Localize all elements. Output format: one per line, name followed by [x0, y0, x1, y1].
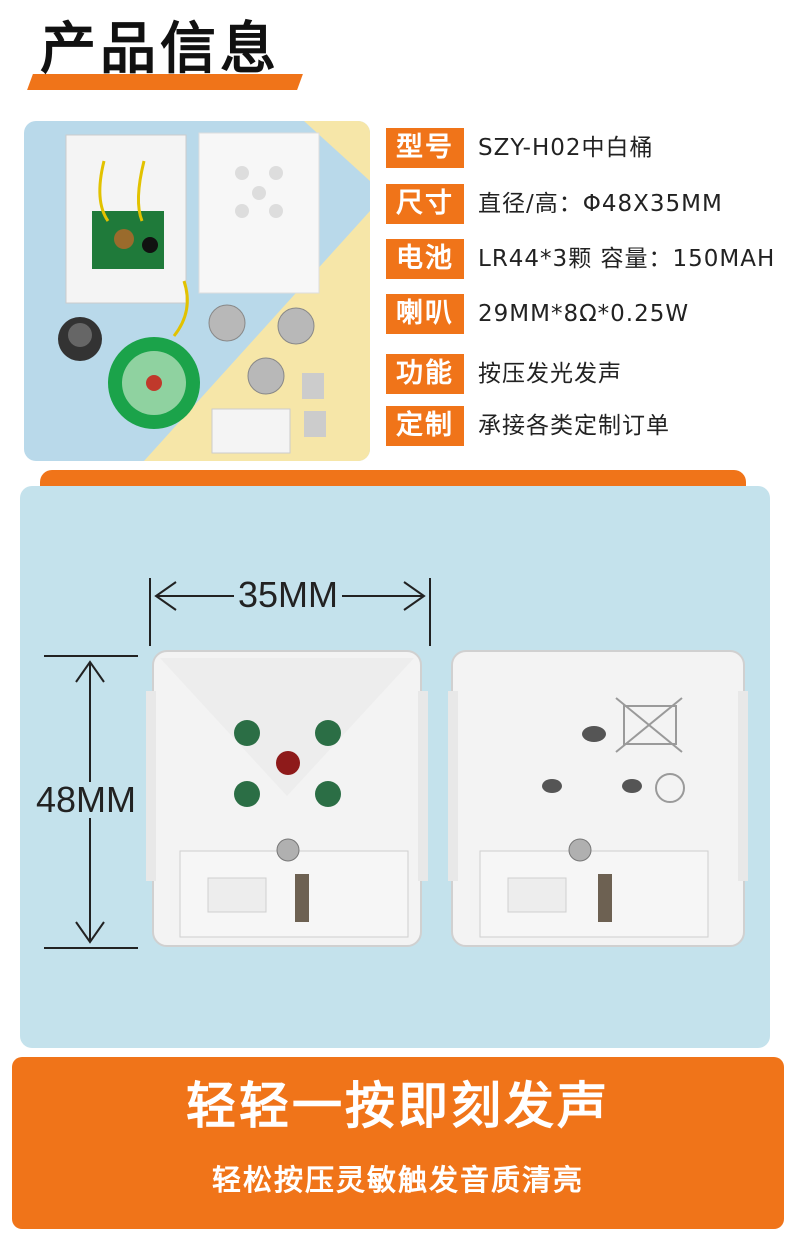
spec-value: 按压发光发声: [478, 361, 622, 387]
spec-value: 29MM*8Ω*0.25W: [478, 301, 690, 327]
promo-subline: 轻松按压灵敏触发音质清亮: [211, 1163, 584, 1197]
promo-banner: 轻轻一按即刻发声 轻松按压灵敏触发音质清亮: [12, 1057, 784, 1229]
width-arrow: [149, 578, 431, 646]
product-photo: [24, 121, 370, 461]
height-dimension-label: 48MM: [32, 782, 141, 818]
device-back: [448, 650, 748, 947]
spec-value: 直径/高：Φ48X35MM: [478, 191, 723, 217]
promo-headline: 轻轻一按即刻发声: [186, 1077, 610, 1135]
spec-row-function: 功能 按压发光发声: [386, 354, 790, 394]
spec-label: 尺寸: [386, 184, 464, 224]
spec-row-custom: 定制 承接各类定制订单: [386, 406, 790, 446]
spec-label: 电池: [386, 239, 464, 279]
page-title: 产品信息: [40, 17, 280, 82]
device-front: [146, 650, 428, 947]
spec-label: 定制: [386, 406, 464, 446]
spec-row-speaker: 喇叭 29MM*8Ω*0.25W: [386, 294, 790, 334]
spec-value: LR44*3颗 容量：150MAH: [478, 246, 776, 272]
spec-value: 承接各类定制订单: [478, 413, 670, 439]
spec-row-battery: 电池 LR44*3颗 容量：150MAH: [386, 239, 790, 279]
width-dimension-label: 35MM: [234, 577, 343, 613]
spec-label: 型号: [386, 128, 464, 168]
spec-label: 功能: [386, 354, 464, 394]
spec-value: SZY-H02中白桶: [478, 135, 654, 161]
spec-row-size: 尺寸 直径/高：Φ48X35MM: [386, 184, 790, 224]
spec-row-model: 型号 SZY-H02中白桶: [386, 128, 790, 168]
spec-label: 喇叭: [386, 294, 464, 334]
dimension-panel: 35MM 48MM: [20, 486, 770, 1048]
